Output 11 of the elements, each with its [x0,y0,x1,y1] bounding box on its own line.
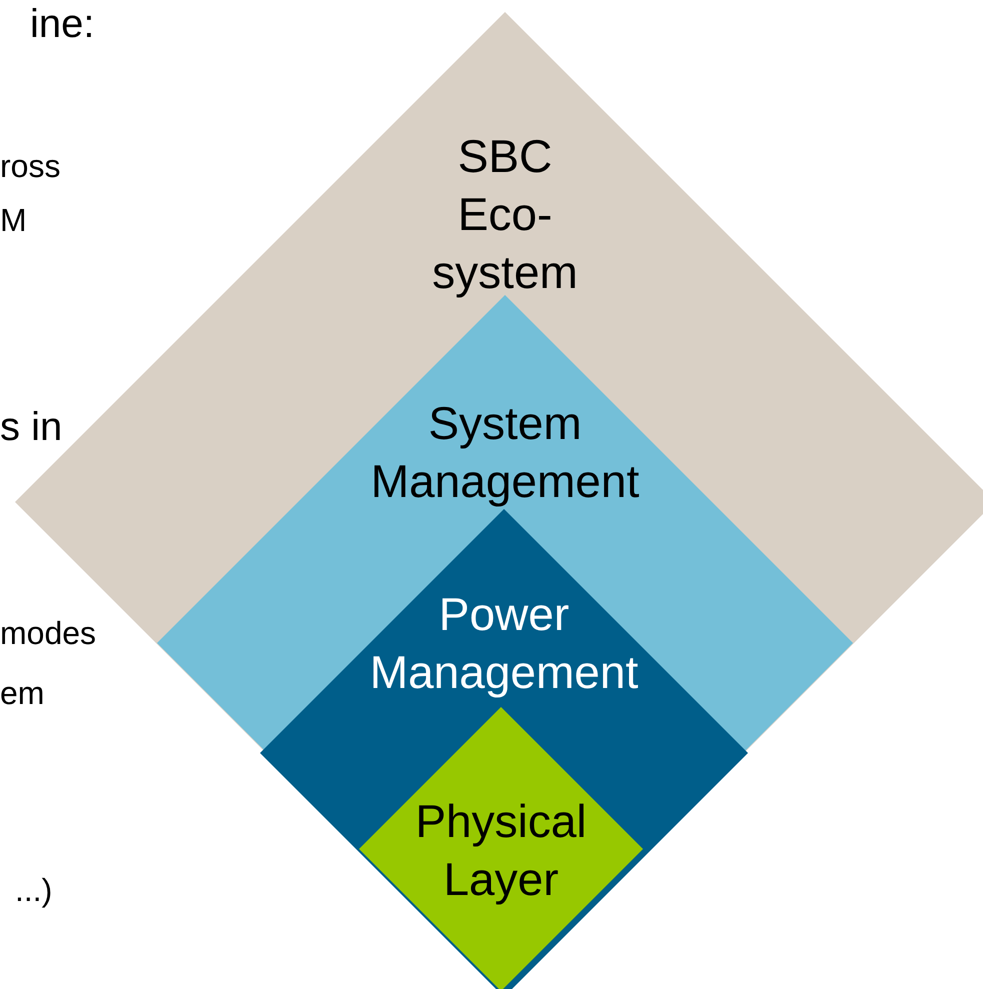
layer-label: System Management [370,396,640,509]
text-fragment: modes [0,615,96,652]
layer-label: Power Management [370,587,638,700]
text-fragment: s in [0,405,62,450]
text-fragment: M [0,202,27,239]
text-fragment: ine: [30,2,94,47]
text-fragment: em [0,675,44,712]
text-fragment: ...) [15,872,52,909]
layer-label: Physical Layer [415,794,587,907]
text-fragment: ross [0,148,60,185]
layer-label: SBC Eco-system [432,129,578,300]
